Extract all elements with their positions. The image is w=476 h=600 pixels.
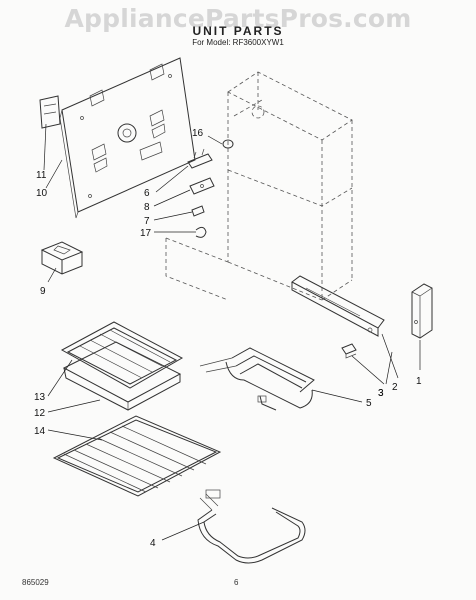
oven-rack — [52, 415, 222, 497]
insulation-block — [40, 241, 84, 275]
callout-2: 2 — [392, 382, 398, 393]
callout-numbers: 1 2 3 3 4 5 6 7 8 9 10 11 12 13 14 16 17 — [34, 128, 422, 549]
callout-8: 8 — [144, 202, 150, 213]
footer-code: 865029 — [22, 578, 49, 587]
end-cap — [411, 283, 433, 339]
terminal-block — [187, 148, 213, 169]
back-panel — [59, 57, 196, 219]
callout-5: 5 — [366, 398, 372, 409]
page-title: UNIT PARTS — [192, 24, 284, 38]
broiler-pan-grid — [60, 321, 184, 389]
callout-6: 6 — [144, 188, 150, 199]
callout-14: 14 — [34, 426, 46, 437]
callout-10: 10 — [36, 188, 48, 199]
callout-16: 16 — [192, 128, 204, 139]
callout-3a: 3 — [378, 388, 384, 399]
callout-1: 1 — [416, 376, 422, 387]
page-number: 6 — [234, 578, 239, 587]
watermark: AppliancePartsPros.com — [64, 4, 412, 33]
bracket — [189, 177, 215, 195]
callout-7: 7 — [144, 216, 150, 227]
callout-17: 17 — [140, 228, 152, 239]
callout-9: 9 — [40, 286, 46, 297]
callout-12: 12 — [34, 408, 46, 419]
callout-11: 11 — [36, 170, 47, 181]
callout-4: 4 — [150, 538, 156, 549]
side-rail — [291, 275, 385, 337]
leader-lines — [43, 123, 421, 541]
model-line: For Model: RF3600XYW1 — [192, 38, 284, 47]
broil-element — [199, 347, 315, 411]
small-bracket — [341, 343, 357, 359]
bake-element — [197, 489, 306, 564]
callout-13: 13 — [34, 392, 46, 403]
insulation-pad — [39, 95, 61, 129]
oven-cavity-outline — [165, 71, 353, 301]
clip — [191, 205, 205, 217]
grommet — [222, 139, 234, 149]
callout-3b: 3 — [378, 388, 384, 399]
broiler-pan — [62, 341, 182, 411]
wire-hook — [195, 226, 207, 238]
